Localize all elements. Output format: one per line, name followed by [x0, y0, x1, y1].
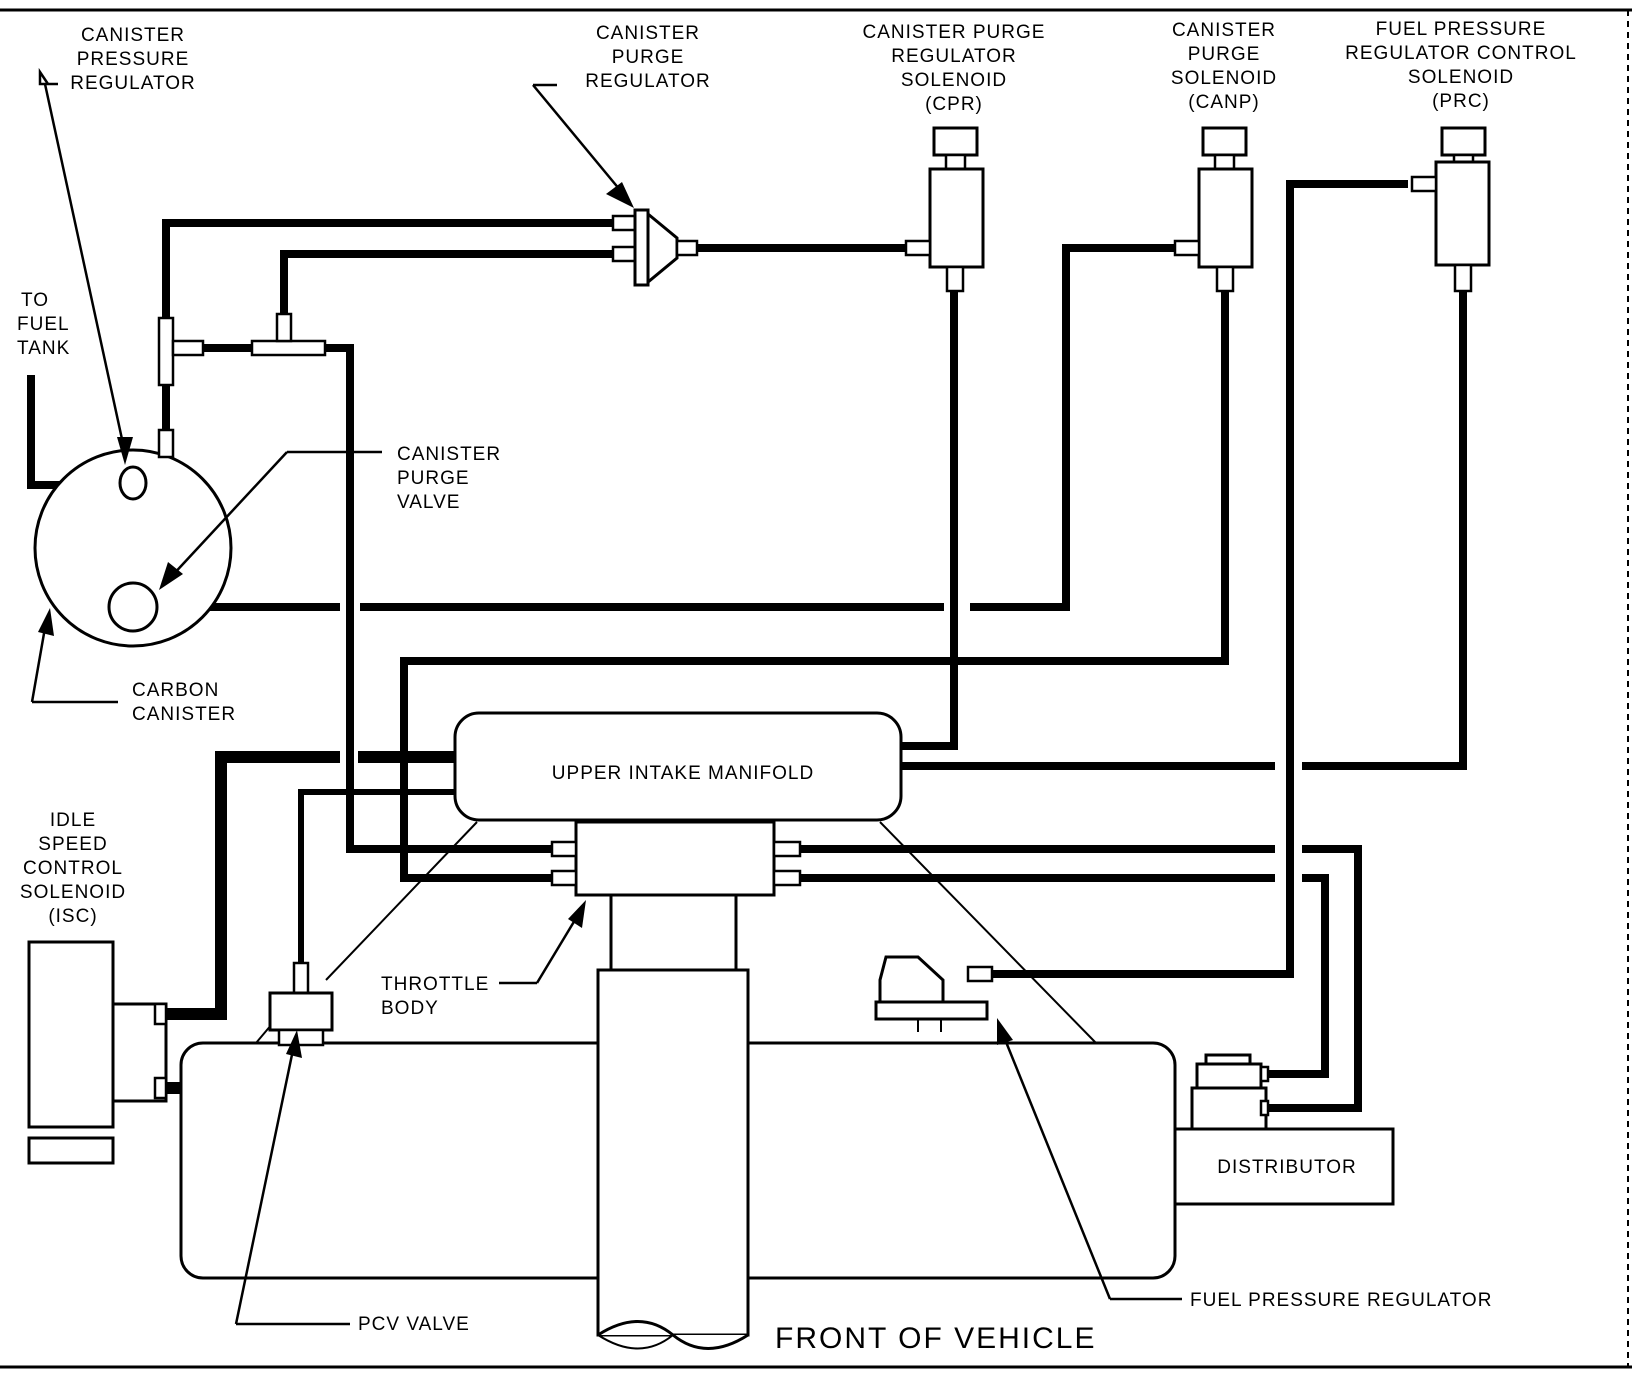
label-pcv-valve: PCV VALVE	[358, 1314, 470, 1335]
label-carbon-canister: CARBON CANISTER	[132, 680, 236, 725]
label-distributor: DISTRIBUTOR	[1217, 1157, 1356, 1178]
canister-purge-valve-port	[107, 581, 159, 633]
cpr-solenoid	[904, 126, 985, 293]
canister-pressure-regulator-port	[118, 465, 148, 501]
hose-prc-to-manifold-a	[1302, 291, 1467, 770]
label-line: BODY	[381, 998, 439, 1019]
label-upper-intake-manifold: UPPER INTAKE MANIFOLD	[552, 763, 814, 784]
isc-solenoid	[27, 940, 168, 1165]
label-line: UPPER INTAKE MANIFOLD	[552, 763, 814, 784]
hose-throttle-body-to-distributor-d	[1268, 874, 1329, 1078]
pcv-valve	[268, 961, 334, 1047]
label-line: REGULATOR CONTROL	[1345, 43, 1577, 64]
label-line: PCV VALVE	[358, 1314, 470, 1335]
label-line: TANK	[17, 338, 70, 359]
label-line: PURGE	[612, 47, 685, 68]
label-line: REGULATOR	[585, 71, 711, 92]
label-canister-pressure-regulator: CANISTER PRESSURE REGULATOR	[70, 25, 196, 94]
label-throttle-body: THROTTLE BODY	[381, 974, 489, 1019]
hose-canp-to-throttle-body	[400, 274, 1229, 882]
hose-pcv-to-manifold	[298, 789, 455, 963]
label-line: FUEL PRESSURE REGULATOR	[1190, 1290, 1492, 1311]
label-line: PURGE	[1188, 44, 1261, 65]
hose-cpr-to-manifold	[901, 291, 958, 750]
label-line: (PRC)	[1432, 91, 1490, 112]
hose-canister-to-canp-c	[970, 244, 1175, 611]
label-line: PURGE	[397, 468, 470, 489]
throttle-body	[550, 820, 802, 897]
label-line: SOLENOID	[901, 70, 1007, 91]
label-front-of-vehicle: FRONT OF VEHICLE	[775, 1322, 1096, 1355]
canister-purge-regulator	[611, 208, 699, 287]
label-line: DISTRIBUTOR	[1217, 1157, 1356, 1178]
label-line: (CANP)	[1188, 92, 1259, 113]
label-line: SOLENOID	[1408, 67, 1514, 88]
label-line: CANISTER	[596, 23, 700, 44]
leader-lines	[30, 67, 1182, 1326]
label-line: PRESSURE	[77, 49, 190, 70]
label-fuel-pressure-regulator: FUEL PRESSURE REGULATOR	[1190, 1290, 1492, 1311]
label-cpr-solenoid: CANISTER PURGE REGULATOR SOLENOID (CPR)	[863, 22, 1046, 115]
hose-tee1-to-purge-regulator-upper	[162, 219, 613, 318]
label-line: FRONT OF VEHICLE	[775, 1322, 1096, 1355]
label-line: SOLENOID	[1171, 68, 1277, 89]
tee-2-branch	[275, 312, 293, 343]
air-intake-duct	[179, 888, 1177, 1350]
label-line: CANISTER	[1172, 20, 1276, 41]
label-prc-solenoid: FUEL PRESSURE REGULATOR CONTROL SOLENOID…	[1345, 19, 1577, 112]
label-line: (CPR)	[925, 94, 983, 115]
label-isc-solenoid: IDLE SPEED CONTROL SOLENOID (ISC)	[20, 810, 126, 927]
label-line: VALVE	[397, 492, 460, 513]
tee-1-branch	[171, 339, 205, 357]
label-line: (ISC)	[48, 906, 97, 927]
vacuum-hoses	[27, 180, 1467, 1112]
label-line: CANISTER	[132, 704, 236, 725]
label-line: REGULATOR	[891, 46, 1017, 67]
tee-2	[250, 339, 327, 357]
label-line: CARBON	[132, 680, 219, 701]
label-line: CANISTER	[397, 444, 501, 465]
label-line: CANISTER PURGE	[863, 22, 1046, 43]
label-line: TO	[21, 290, 49, 311]
label-line: IDLE	[50, 810, 96, 831]
upper-intake-manifold	[453, 711, 903, 822]
label-line: FUEL PRESSURE	[1376, 19, 1547, 40]
hose-prc-to-fuel-pressure-regulator	[992, 180, 1408, 978]
hose-tee2-to-purge-regulator-lower	[280, 250, 613, 318]
hose-tees	[157, 312, 327, 387]
prc-solenoid	[1410, 126, 1491, 293]
label-line: THROTTLE	[381, 974, 489, 995]
hose-isc-to-manifold	[166, 751, 340, 1020]
carbon-canister	[33, 428, 233, 648]
distributor	[1173, 1053, 1395, 1206]
page-frame	[0, 8, 1632, 1369]
hose-throttle-body-to-distributor-b	[1268, 845, 1362, 1112]
tee-1	[157, 316, 175, 387]
label-to-fuel-tank: TO FUEL TANK	[17, 290, 70, 359]
label-line: SPEED	[38, 834, 107, 855]
label-canp-solenoid: CANISTER PURGE SOLENOID (CANP)	[1171, 20, 1277, 113]
fuel-pressure-regulator	[874, 955, 994, 1032]
label-line: CANISTER	[81, 25, 185, 46]
label-canister-purge-valve: CANISTER PURGE VALVE	[397, 444, 501, 513]
label-line: FUEL	[17, 314, 70, 335]
label-line: CONTROL	[23, 858, 123, 879]
label-line: REGULATOR	[70, 73, 196, 94]
canp-solenoid	[1173, 126, 1254, 293]
label-line: SOLENOID	[20, 882, 126, 903]
label-canister-purge-regulator: CANISTER PURGE REGULATOR	[585, 23, 711, 92]
